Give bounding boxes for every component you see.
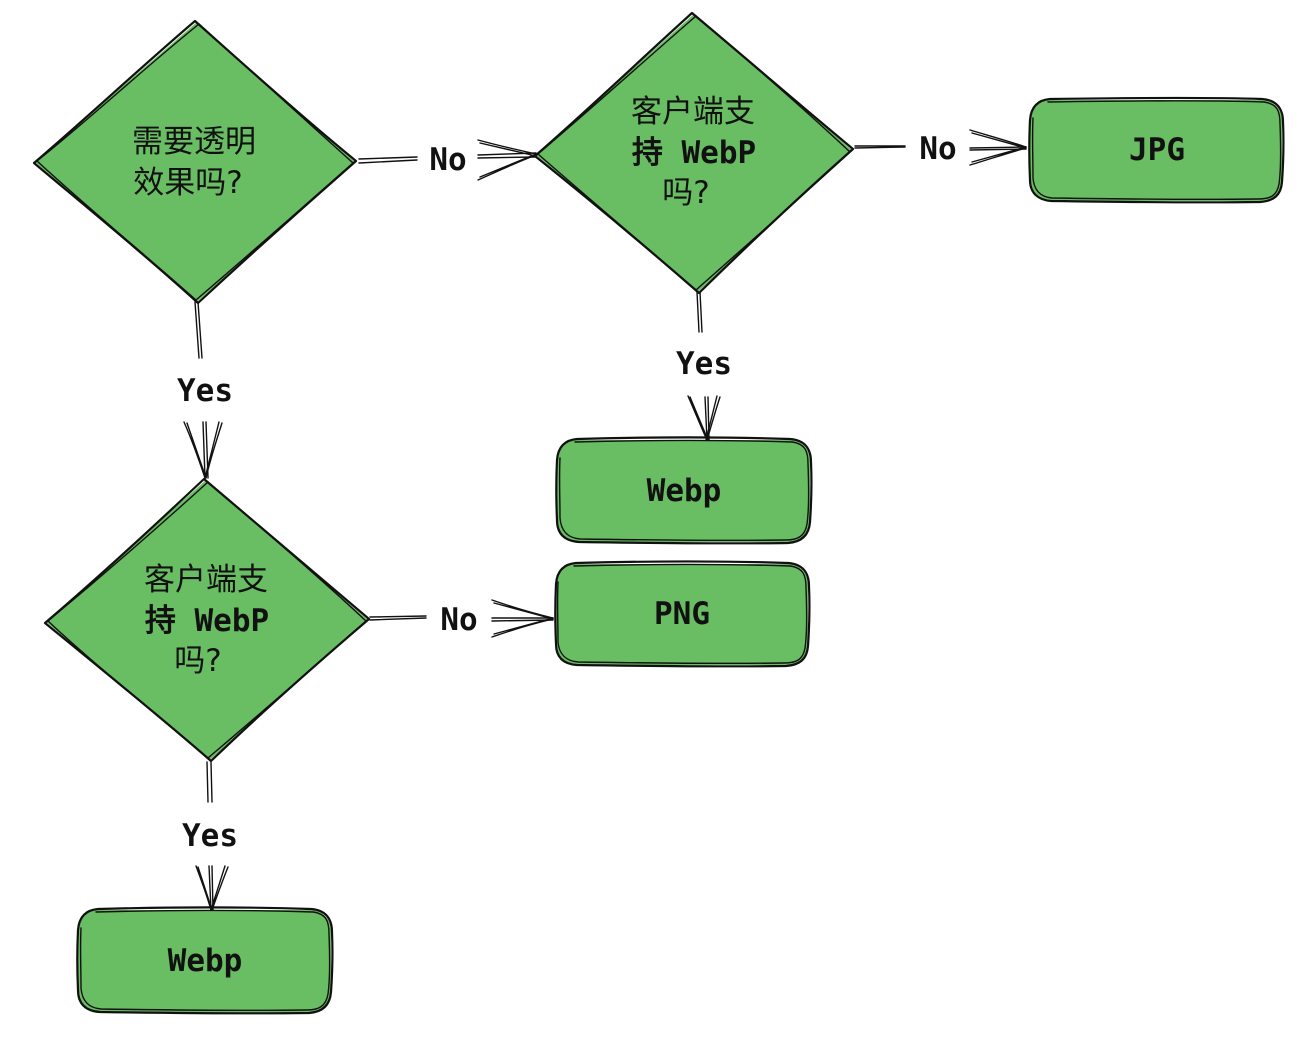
- edge-transparency-no-label: No: [429, 142, 466, 178]
- webp-top-line3: 吗?: [662, 175, 709, 211]
- need-transparency-line1: 需要透明: [132, 124, 256, 160]
- webp-bottom-line2: 持 WebP: [145, 603, 269, 639]
- decision-webp-top[interactable]: 客户端支 持 WebP 吗?: [533, 11, 855, 295]
- edge-top-webp-no: No: [854, 129, 1027, 167]
- edge-bottom-webp-no: No: [369, 599, 554, 638]
- edge-bottom-webp-yes-label: Yes: [182, 818, 238, 854]
- edge-bottom-webp-yes: Yes: [182, 761, 238, 911]
- need-transparency-line2: 效果吗?: [133, 165, 242, 201]
- png-label: PNG: [654, 596, 710, 632]
- webp-bottom-line1: 客户端支: [144, 562, 268, 598]
- webp-top-line1: 客户端支: [631, 94, 755, 130]
- edge-bottom-webp-no-label: No: [440, 602, 477, 638]
- jpg-label: JPG: [1129, 132, 1185, 168]
- webp-bottom-line3: 吗?: [174, 643, 221, 679]
- result-webp-bottom[interactable]: Webp: [76, 906, 334, 1015]
- webp-top-label: Webp: [647, 473, 722, 509]
- edge-top-webp-no-label: No: [919, 131, 956, 167]
- edge-top-webp-yes: Yes: [676, 291, 732, 441]
- webp-bottom-label: Webp: [168, 943, 243, 979]
- result-jpg[interactable]: JPG: [1028, 96, 1285, 204]
- edge-transparency-no: No: [358, 139, 537, 181]
- decision-need-transparency[interactable]: 需要透明 效果吗?: [32, 19, 358, 305]
- edge-transparency-yes: Yes: [177, 301, 233, 479]
- result-png[interactable]: PNG: [554, 560, 811, 668]
- decision-webp-bottom[interactable]: 客户端支 持 WebP 吗?: [43, 477, 371, 763]
- webp-top-line2: 持 WebP: [632, 135, 756, 171]
- result-webp-top[interactable]: Webp: [555, 436, 813, 545]
- edge-transparency-yes-label: Yes: [177, 373, 233, 409]
- edge-top-webp-yes-label: Yes: [676, 346, 732, 382]
